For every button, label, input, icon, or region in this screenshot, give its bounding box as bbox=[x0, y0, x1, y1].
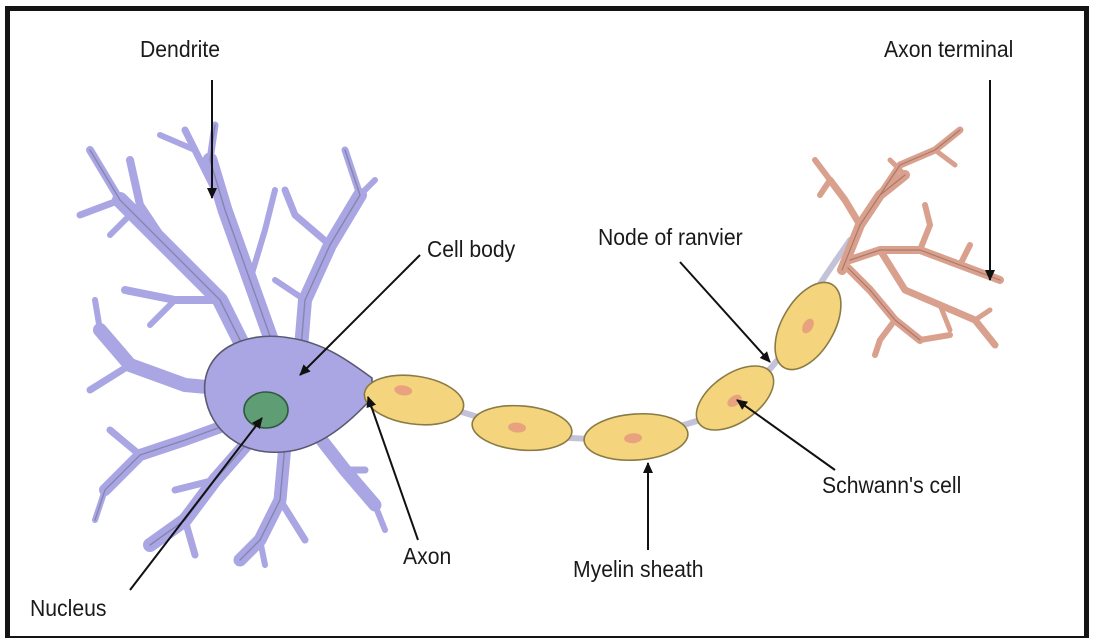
nucleus-label: Nucleus bbox=[30, 597, 106, 620]
nucleus-shape bbox=[244, 392, 288, 428]
schwanns-cell-arrow bbox=[737, 400, 835, 470]
axon-label: Axon bbox=[403, 545, 451, 568]
axon-terminal-label: Axon terminal bbox=[884, 38, 1013, 61]
myelin-sheath-label: Myelin sheath bbox=[573, 558, 704, 581]
cell-body bbox=[205, 336, 372, 452]
node-of-ranvier-label: Node of ranvier bbox=[598, 226, 743, 249]
myelin-sheath-segments bbox=[361, 271, 854, 463]
dendrite-label: Dendrite bbox=[140, 38, 220, 61]
leader-lines bbox=[130, 80, 990, 590]
schwann-cell-segment bbox=[470, 402, 573, 455]
cell-body-label: Cell body bbox=[427, 238, 515, 261]
axon-terminal-branches bbox=[815, 130, 1000, 355]
schwanns-cell-label: Schwann's cell bbox=[822, 474, 961, 497]
node-of-ranvier-arrow bbox=[680, 262, 770, 362]
schwann-cell-segment bbox=[583, 410, 690, 463]
